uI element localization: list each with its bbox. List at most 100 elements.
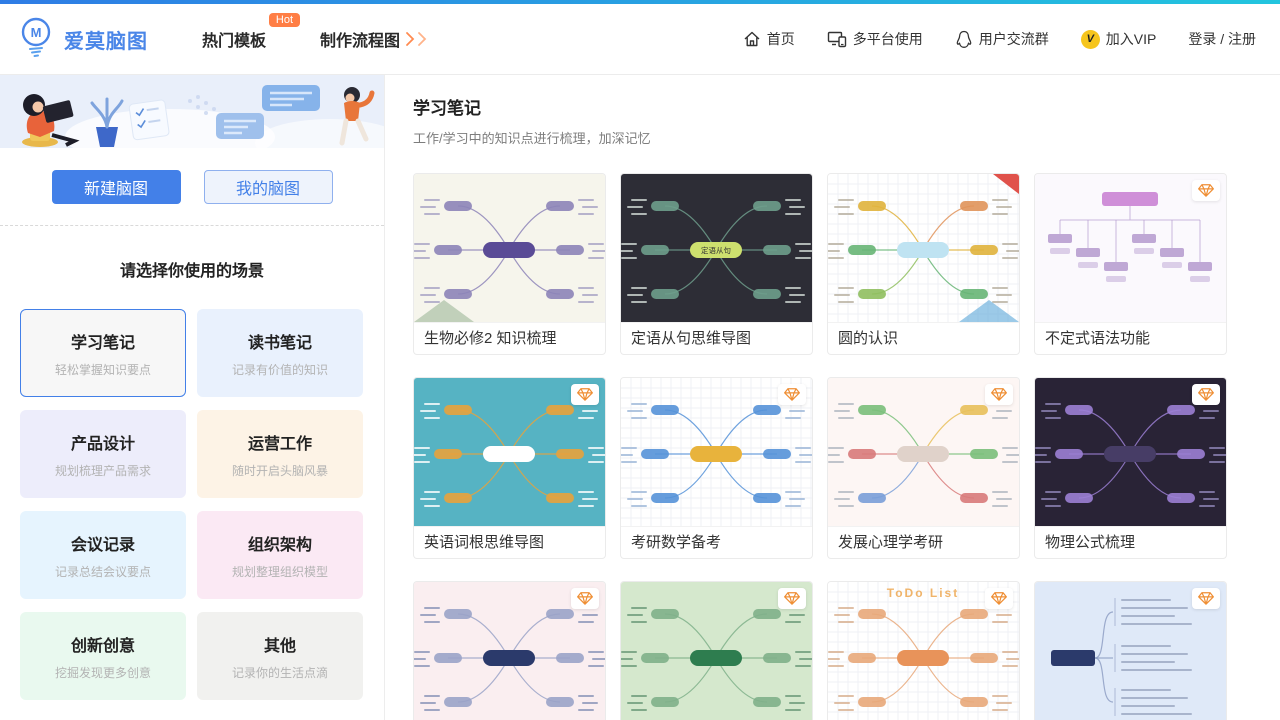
scene-subtitle: 记录总结会议要点 (54, 564, 151, 579)
template-card-4[interactable]: 不定式语法功能 (1034, 173, 1227, 355)
scene-card-6[interactable]: 组织架构 规划整理组织模型 (197, 511, 363, 599)
scene-subtitle: 随时开启头脑风暴 (231, 463, 328, 478)
template-title: 圆的认识 (828, 322, 1019, 354)
sidebar-buttons: 新建脑图 我的脑图 (0, 148, 384, 204)
scene-grid: 学习笔记 轻松掌握知识要点 读书笔记 记录有价值的知识 产品设计 规划梳理产品需… (0, 309, 384, 700)
template-title: 考研数学备考 (621, 526, 812, 558)
header-links: 首页 多平台使用 用户交流群 V 加入VIP (711, 29, 1256, 49)
brand-logo[interactable]: M 爱莫脑图 (18, 16, 148, 63)
vip-gem-icon (1192, 180, 1220, 201)
scene-card-3[interactable]: 产品设计 规划梳理产品需求 (20, 410, 186, 498)
scene-title: 组织架构 (247, 536, 312, 554)
dashed-divider (0, 225, 384, 226)
scene-title: 其他 (263, 637, 296, 655)
template-card-3[interactable]: 圆的认识 (827, 173, 1020, 355)
home-icon (744, 31, 760, 47)
nav-home[interactable]: 首页 (743, 29, 795, 49)
template-card-7[interactable]: 发展心理学考研 (827, 377, 1020, 559)
scene-title: 运营工作 (247, 435, 312, 453)
vip-gem-icon (985, 588, 1013, 609)
scene-heading: 请选择你使用的场景 (119, 263, 264, 280)
new-mindmap-button[interactable]: 新建脑图 (51, 170, 181, 204)
nav-hot-templates-label: 热门模板 (202, 33, 267, 50)
login-register-link[interactable]: 登录 / 注册 (1188, 29, 1256, 49)
scene-card-5[interactable]: 会议记录 记录总结会议要点 (20, 511, 186, 599)
nav-community[interactable]: 用户交流群 (955, 29, 1049, 49)
my-mindmaps-button[interactable]: 我的脑图 (203, 170, 333, 204)
scene-subtitle: 挖掘发现更多创意 (54, 665, 151, 680)
vip-gem-icon (571, 588, 599, 609)
template-title: 定语从句思维导图 (621, 322, 812, 354)
top-gradient-bar (0, 0, 1280, 4)
template-card-12[interactable] (1034, 581, 1227, 720)
page-title: 学习笔记 (413, 99, 481, 118)
scene-title: 读书笔记 (247, 334, 312, 352)
vip-gem-icon (778, 384, 806, 405)
nav-flowchart-label: 制作流程图 (320, 33, 401, 50)
template-card-10[interactable] (620, 581, 813, 720)
template-card-9[interactable] (413, 581, 606, 720)
vip-gem-icon (571, 384, 599, 405)
nav-join-vip[interactable]: V 加入VIP (1080, 29, 1157, 49)
template-thumbnail (828, 174, 1019, 322)
scene-title: 创新创意 (70, 637, 135, 655)
scene-subtitle: 记录有价值的知识 (231, 362, 328, 377)
hot-badge: Hot (268, 13, 301, 27)
svg-text:ToDo List: ToDo List (887, 586, 959, 600)
scene-card-2[interactable]: 读书笔记 记录有价值的知识 (197, 309, 363, 397)
brand-name: 爱莫脑图 (64, 30, 148, 53)
double-chevron-right-icon (404, 30, 428, 48)
qq-penguin-icon (956, 30, 972, 48)
nav-join-vip-label: 加入VIP (1105, 31, 1157, 47)
page-subtitle: 工作/学习中的知识点进行梳理，加深记忆 (413, 131, 651, 146)
scene-subtitle: 记录你的生活点滴 (231, 665, 328, 680)
vip-coin-icon: V (1080, 29, 1100, 49)
template-thumbnail: 定语从句 (621, 174, 812, 322)
scene-subtitle: 轻松掌握知识要点 (54, 362, 151, 377)
template-thumbnail (1035, 582, 1226, 720)
nav-home-label: 首页 (766, 31, 795, 47)
banner-illustration (0, 75, 384, 148)
template-card-2[interactable]: 定语从句 定语从句思维导图 (620, 173, 813, 355)
scene-title: 产品设计 (70, 435, 135, 453)
template-thumbnail: ToDo List (828, 582, 1019, 720)
svg-text:M: M (31, 25, 42, 40)
scene-subtitle: 规划梳理产品需求 (54, 463, 151, 478)
template-title: 不定式语法功能 (1035, 322, 1226, 354)
vip-gem-icon (1192, 588, 1220, 609)
scene-title: 会议记录 (70, 536, 135, 554)
template-thumbnail (621, 582, 812, 720)
scene-card-1[interactable]: 学习笔记 轻松掌握知识要点 (20, 309, 186, 397)
sidebar: 新建脑图 我的脑图 请选择你使用的场景 学习笔记 轻松掌握知识要点 读书笔记 记… (0, 75, 385, 720)
template-title: 英语词根思维导图 (414, 526, 605, 558)
template-thumbnail (621, 378, 812, 526)
scene-subtitle: 规划整理组织模型 (231, 564, 328, 579)
template-card-8[interactable]: 物理公式梳理 (1034, 377, 1227, 559)
vip-gem-icon (985, 384, 1013, 405)
nav-flowchart[interactable]: 制作流程图 (320, 27, 428, 51)
header: M 爱莫脑图 热门模板 Hot 制作流程图 首页 (0, 4, 1280, 75)
scene-card-7[interactable]: 创新创意 挖掘发现更多创意 (20, 612, 186, 700)
svg-text:定语从句: 定语从句 (701, 245, 731, 255)
nav-community-label: 用户交流群 (978, 31, 1049, 47)
nav-multiplatform-label: 多平台使用 (852, 31, 923, 47)
vip-gem-icon (1192, 384, 1220, 405)
template-title: 物理公式梳理 (1035, 526, 1226, 558)
template-card-5[interactable]: 英语词根思维导图 (413, 377, 606, 559)
devices-icon (827, 31, 846, 48)
scene-card-4[interactable]: 运营工作 随时开启头脑风暴 (197, 410, 363, 498)
vip-gem-icon (778, 588, 806, 609)
template-card-11[interactable]: ToDo List (827, 581, 1020, 720)
login-register-label: 登录 / 注册 (1188, 31, 1256, 47)
scene-title: 学习笔记 (70, 334, 135, 352)
template-card-6[interactable]: 考研数学备考 (620, 377, 813, 559)
nav-hot-templates[interactable]: 热门模板 Hot (202, 13, 301, 51)
template-thumbnail (414, 174, 605, 322)
nav-multiplatform[interactable]: 多平台使用 (827, 29, 923, 49)
template-title: 发展心理学考研 (828, 526, 1019, 558)
scene-card-8[interactable]: 其他 记录你的生活点滴 (197, 612, 363, 700)
template-grid: 生物必修2 知识梳理 定语从句 定语从句思维导图 圆的认识 不定式语法功能 英语… (413, 173, 1280, 720)
template-card-1[interactable]: 生物必修2 知识梳理 (413, 173, 606, 355)
lightbulb-m-logo-icon: M (18, 16, 54, 63)
